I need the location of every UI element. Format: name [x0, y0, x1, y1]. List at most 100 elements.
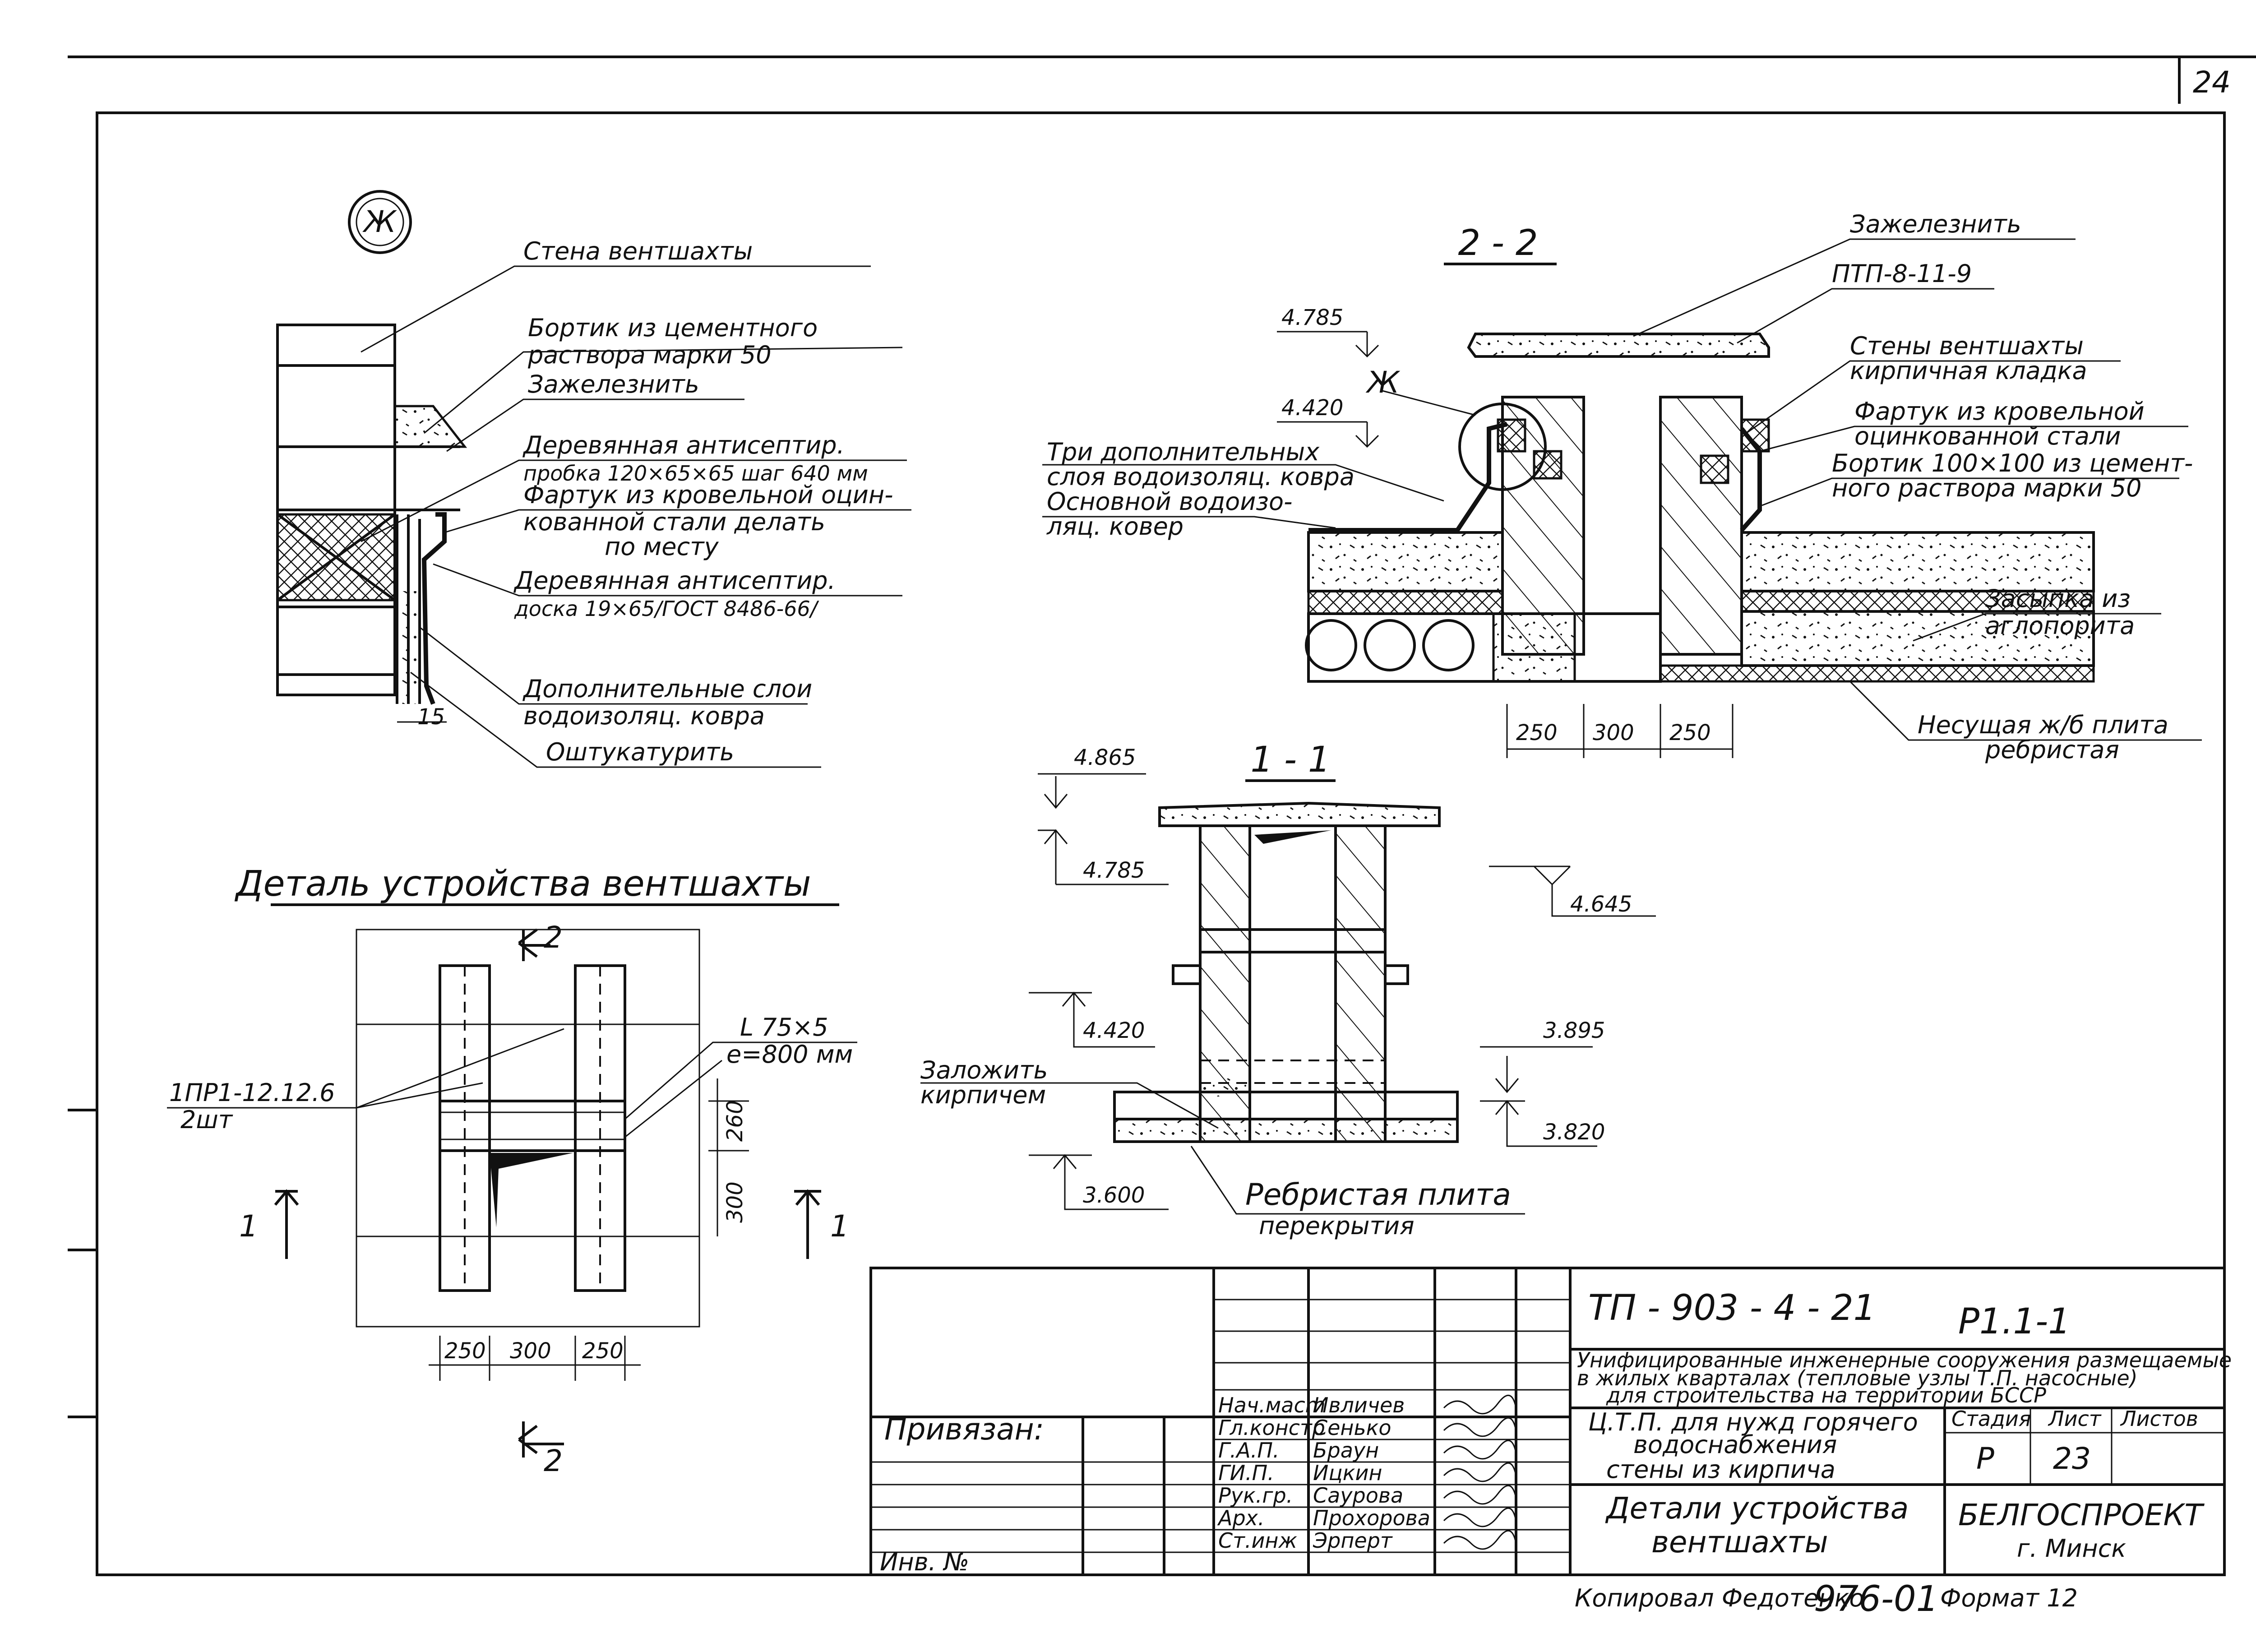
ribbed-slab-right: [1659, 664, 2095, 683]
cap-slab: [1467, 333, 1770, 358]
label-slab-2: ребристая: [1985, 736, 2119, 764]
label-plate-1: 1ПР1-12.12.6: [169, 1078, 335, 1107]
label-brick-2: кирпичем: [920, 1081, 1046, 1109]
callout-leader: [1380, 389, 1476, 416]
label-plug-1: Деревянная антисептир.: [522, 431, 845, 459]
leader-board: [433, 563, 902, 597]
signature-mark: [1443, 1394, 1517, 1415]
fill-left: [1307, 531, 1504, 592]
signature-mark: [1443, 1462, 1517, 1482]
label-slab-2: перекрытия: [1259, 1212, 1415, 1240]
wood-plug-left: [1497, 418, 1526, 453]
lvl-arrow: [1355, 332, 1379, 358]
footer-copy: Копировал Федотенко: [1575, 1584, 1864, 1612]
leader-fill: [1913, 613, 2161, 642]
leader-extra: [1042, 464, 1444, 502]
lvl-4865: 4.865: [1074, 745, 1136, 770]
plan-detail: Деталь устройства вентшахты 2 2 1 1 L 75…: [167, 864, 857, 1478]
staff-role: Рук.гр.: [1218, 1483, 1293, 1508]
apron-steel: [421, 512, 447, 705]
detail-marker: Ж: [362, 204, 397, 239]
label-apron-2: кованной стали делать: [523, 508, 825, 536]
leader-apron: [1759, 426, 2188, 452]
section-2-2: 2 - 2 Ж 4.785: [1042, 210, 2202, 764]
label-wall: Стена вентшахты: [523, 237, 753, 265]
screed-left: [1307, 590, 1504, 615]
dim-250b: 250: [1669, 720, 1711, 745]
ribbed-slab: [1113, 1118, 1459, 1143]
hollow-core: [1422, 619, 1475, 671]
hollow-core: [1305, 619, 1357, 671]
dim-300: 300: [510, 1338, 551, 1364]
label-plug-2: пробка 120×65×65 шаг 640 мм: [523, 461, 868, 486]
bound-label: Привязан:: [884, 1412, 1044, 1447]
leader-slab: [1849, 680, 2202, 741]
label-plaster: Оштукатурить: [546, 738, 734, 766]
leader-apron: [444, 509, 911, 533]
title-1: Детали устройства: [1605, 1491, 1909, 1526]
dim-260: 260: [722, 1100, 748, 1142]
lvl-arrow: [1062, 991, 1155, 1048]
roof-build-up: [1113, 1091, 1459, 1120]
screed-right: [1740, 590, 2095, 613]
label-plate-2: 2шт: [180, 1106, 233, 1134]
sheet-number: 24: [2193, 65, 2231, 100]
hollow-core: [1364, 619, 1416, 671]
sheet-header: Лист: [2048, 1407, 2102, 1431]
lvl-arrow: [1053, 1154, 1169, 1210]
lvl-3820: 3.820: [1543, 1120, 1605, 1145]
dim-250b: 250: [582, 1338, 624, 1364]
leader-curb: [1761, 477, 2179, 506]
label-layers-1: Дополнительные слои: [522, 675, 812, 703]
staff-name: Эрперт: [1313, 1528, 1393, 1553]
label-walls-1: Стены вентшахты: [1850, 332, 2084, 360]
footer-format: Формат 12: [1940, 1584, 2078, 1612]
dim-300: 300: [1593, 720, 1634, 745]
footer-number: 976-01: [1814, 1579, 1938, 1620]
lvl-3600: 3.600: [1083, 1183, 1145, 1208]
section-mark-1-right-label: 1: [830, 1209, 849, 1244]
staff-role: Г.А.П.: [1218, 1438, 1280, 1462]
signature-mark: [1443, 1439, 1517, 1460]
label-curb-2: раствора марки 50: [527, 341, 772, 369]
leader-plaster: [410, 671, 821, 768]
desc-2: в жилых кварталах (тепловые узлы Т.П. на…: [1577, 1366, 2138, 1390]
label-angle-2: e=800 мм: [726, 1040, 853, 1069]
leader-curb: [424, 347, 903, 434]
brick-infill: [1200, 1078, 1250, 1097]
dim-15: 15: [417, 704, 445, 730]
section-mark-1-right: [794, 1189, 821, 1259]
label-slab-1: Несущая ж/б плита: [1918, 711, 2168, 739]
label-slab-1: Ребристая плита: [1245, 1177, 1511, 1212]
wood-plug-left-2: [1533, 450, 1563, 480]
wood-plug-right-2: [1740, 418, 1770, 453]
label-ptp: ПТП-8-11-9: [1832, 259, 1972, 288]
label-extra-2: слоя водоизоляц. ковра: [1047, 463, 1355, 491]
cement-curb: [393, 405, 467, 448]
plan-angle: [490, 1153, 573, 1227]
callout-zh: Ж: [1365, 365, 1401, 400]
wood-plug-cross: [277, 513, 396, 602]
signature-mark: [1443, 1417, 1517, 1437]
section-mark-2-top-label: 2: [544, 920, 563, 955]
fill-right: [1740, 531, 2095, 592]
plan-title: Деталь устройства вентшахты: [235, 864, 811, 904]
lvl-4420: 4.420: [1281, 395, 1343, 421]
plan-plates: [439, 1100, 626, 1152]
staff-role: Нач.масm: [1218, 1393, 1326, 1417]
leader-walls: [1746, 360, 2121, 434]
leader-angle-2: [624, 1060, 722, 1138]
leader-angle: [624, 1041, 857, 1120]
label-iron: Зажелезнить: [528, 370, 699, 398]
staff-table: Нач.масmИвличевГл.констрСенькоГ.А.П.Брау…: [1217, 1393, 1517, 1553]
dim-250a: 250: [1516, 720, 1558, 745]
label-extra-1: Три дополнительных: [1047, 438, 1320, 466]
staff-name: Ицкин: [1313, 1461, 1382, 1485]
subtitle-2: водоснабжения: [1633, 1430, 1837, 1459]
desc-1: Унифицированные инженерные сооружения ра…: [1577, 1348, 2232, 1372]
label-main-2: ляц. ковер: [1046, 512, 1183, 541]
staff-name: Прохорова: [1313, 1506, 1430, 1530]
lvl-3895: 3.895: [1543, 1018, 1605, 1043]
waterproof-carpet-left: [1308, 422, 1508, 532]
